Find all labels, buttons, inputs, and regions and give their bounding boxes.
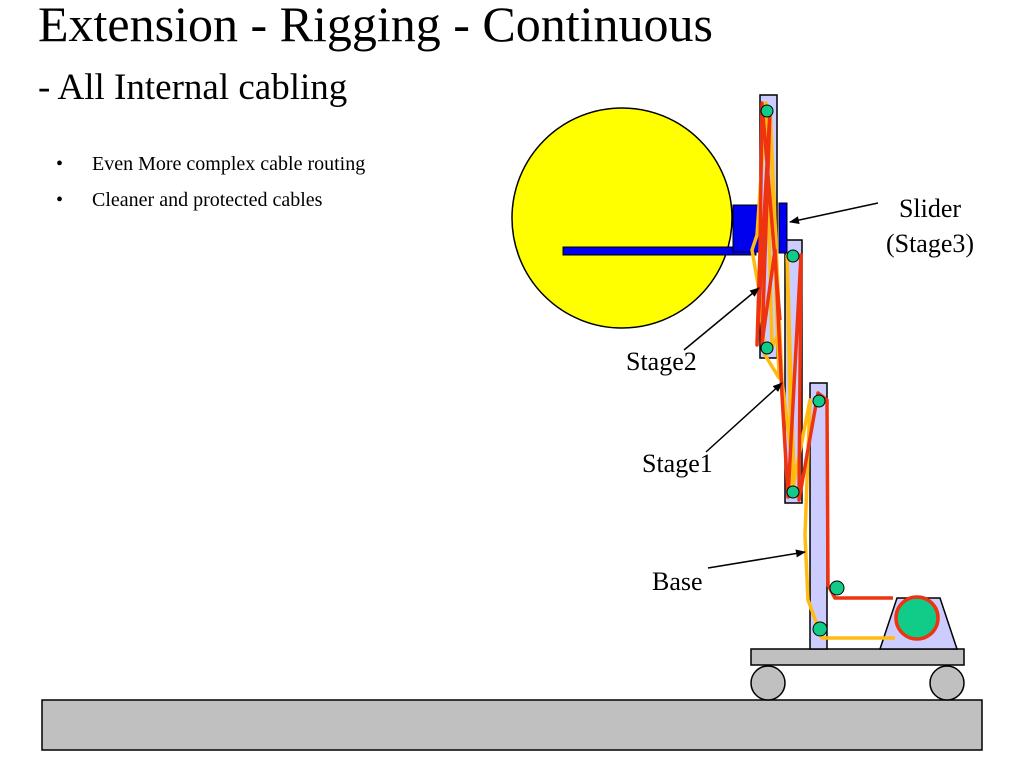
stage1-label: Stage1 [642, 449, 713, 478]
cart-wheel-left [750, 665, 786, 701]
axle-bar [562, 246, 757, 256]
bullet-text: Cleaner and protected cables [92, 189, 323, 211]
bullet-item: • Cleaner and protected cables [56, 188, 365, 212]
bullet-text: Even More complex cable routing [92, 153, 366, 175]
wheel-disc [511, 107, 733, 329]
pulley-base-top [812, 394, 826, 408]
pulley-base-bottom [812, 621, 828, 637]
bullet-item: • Even More complex cable routing [56, 152, 365, 176]
bullet-dot-icon: • [56, 153, 64, 175]
bullet-dot-icon: • [56, 189, 64, 211]
pulley-stage2-bottom [760, 341, 774, 355]
slide-title: Extension - Rigging - Continuous [38, 0, 713, 52]
winch-drum [894, 595, 940, 641]
slider-label-sub: (Stage3) [886, 229, 974, 258]
cart-platform [750, 648, 965, 666]
slider-bar [778, 202, 788, 254]
cable-yellow [750, 101, 895, 640]
base-leader [707, 549, 806, 569]
slider-label: Slider [899, 194, 961, 223]
stage2-leader [683, 287, 760, 351]
pulley-stage1-bottom [786, 485, 800, 499]
cart-wheel-right [929, 665, 965, 701]
bullet-list: • Even More complex cable routing • Clea… [56, 152, 365, 224]
slide-subtitle: - All Internal cabling [38, 67, 348, 108]
slider-leader [789, 202, 879, 225]
stage2-label: Stage2 [626, 347, 697, 376]
base-label: Base [652, 567, 703, 596]
stage1-leader [705, 382, 783, 453]
pulley-stage2-top [760, 104, 774, 118]
floor [41, 699, 983, 751]
cable-red [755, 101, 893, 600]
pulley-base-idler [829, 580, 845, 596]
pulley-stage1-top [786, 249, 800, 263]
